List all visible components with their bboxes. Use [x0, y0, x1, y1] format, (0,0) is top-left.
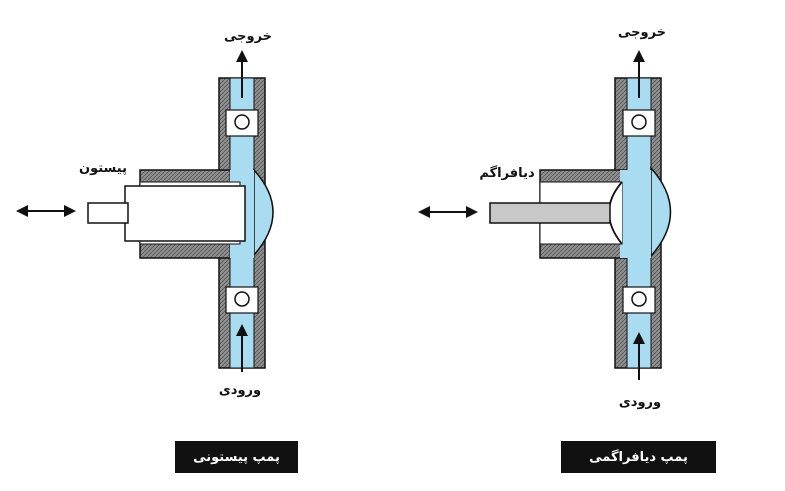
- piston-pump-caption: پمپ پیستونی: [175, 441, 298, 473]
- piston: [124, 185, 246, 242]
- diaphragm-label: دیافراگم: [479, 165, 535, 181]
- diaphragm-inlet-label: ورودی: [619, 395, 661, 410]
- piston-pump-chamber: [253, 168, 274, 257]
- diaphragm-pump: خروجی ورودی دیافراگم: [418, 25, 672, 410]
- piston-outlet-label: خروجی: [224, 29, 272, 44]
- piston-inlet-label: ورودی: [219, 383, 261, 398]
- diaphragm-rod: [489, 202, 611, 224]
- piston-pump: خروجی ورودی پیستون: [16, 29, 274, 398]
- diaphragm-outlet-valve: [622, 109, 656, 137]
- diaphragm-pump-chamber: [650, 166, 672, 258]
- diaphragm-pump-caption: پمپ دیافراگمی: [561, 441, 716, 473]
- piston-inlet-valve: [225, 286, 259, 314]
- diaphragm-inlet-valve: [622, 286, 656, 314]
- piston-rod: [87, 202, 129, 224]
- diaphragm-outlet-label: خروجی: [618, 25, 666, 40]
- piston-outlet-valve: [225, 109, 259, 137]
- piston-label: پیستون: [79, 161, 127, 176]
